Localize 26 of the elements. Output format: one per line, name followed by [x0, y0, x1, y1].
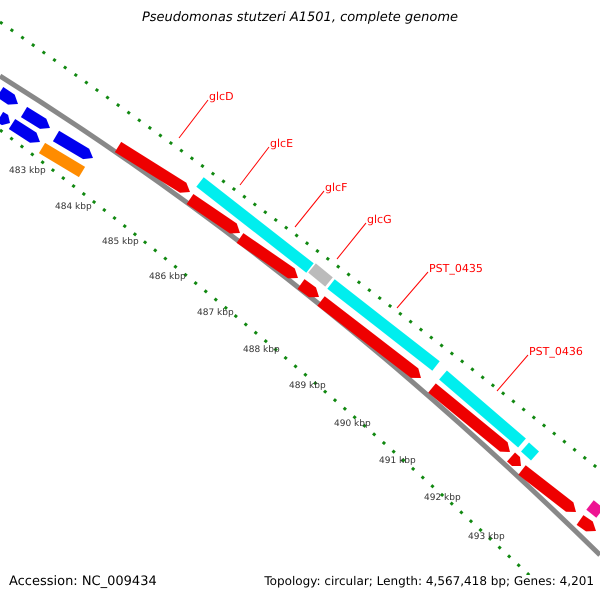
leader-line — [294, 190, 324, 228]
leader-line — [396, 272, 428, 308]
tick-label: 487 kbp — [197, 309, 234, 318]
gene-label: PST_0436 — [529, 346, 583, 357]
genome-info-text: Topology: circular; Length: 4,567,418 bp; Genes: 4,201 — [264, 575, 594, 587]
tick-label: 489 kbp — [289, 382, 326, 391]
tick-label: 493 kbp — [468, 533, 505, 542]
leader-line — [496, 354, 528, 392]
tick-label: 492 kbp — [424, 494, 461, 503]
gene-label: glcD — [209, 91, 234, 102]
leader-line — [336, 222, 366, 260]
tick-label: 490 kbp — [334, 420, 371, 429]
gene-label: glcE — [270, 138, 294, 149]
tick-label: 491 kbp — [379, 457, 416, 466]
gene-label: glcF — [325, 182, 348, 193]
gene-label: PST_0435 — [429, 263, 483, 274]
gene-label: glcG — [367, 214, 392, 225]
leader-line — [240, 146, 270, 186]
accession-text: Accession: NC_009434 — [9, 575, 157, 588]
tick-label: 483 kbp — [9, 167, 46, 176]
tick-label: 486 kbp — [149, 273, 186, 282]
tick-label: 485 kbp — [102, 238, 139, 247]
tick-label: 484 kbp — [55, 203, 92, 212]
diagram-title: Pseudomonas stutzeri A1501, complete genome — [140, 11, 460, 24]
tick-label: 488 kbp — [243, 346, 280, 355]
leader-line — [178, 100, 208, 138]
